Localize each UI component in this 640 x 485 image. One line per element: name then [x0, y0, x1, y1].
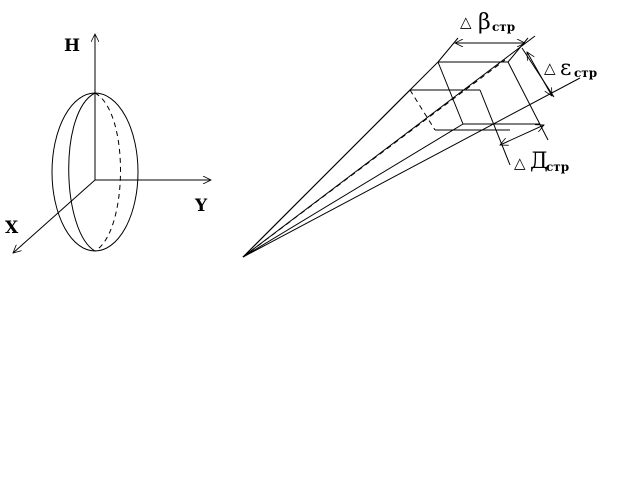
beta-ext-right: [507, 37, 529, 63]
epsilon-subscript: стр: [574, 66, 597, 80]
delta-symbol: △: [544, 59, 556, 77]
beta-subscript: стр: [492, 20, 515, 34]
epsilon-symbol: ε: [560, 56, 571, 81]
cell-edge-hidden: [409, 89, 436, 131]
h-axis-label: H: [64, 36, 80, 56]
beta-ext-left: [437, 37, 459, 63]
beam-axis-solid: [242, 35, 536, 258]
coordinate-system: H Y X: [5, 34, 211, 253]
beam-ray-lower-inner: [242, 123, 464, 258]
delta-d-arrow: [500, 125, 544, 145]
beam-axis-dashed: [242, 59, 506, 258]
beta-symbol: β: [478, 10, 491, 35]
x-axis: [13, 179, 96, 253]
beam-figure: [242, 35, 581, 258]
delta-beta-label: △ β стр: [460, 10, 515, 35]
ellipsoid-back-meridian: [94, 92, 121, 252]
beam-ray-lower: [242, 77, 581, 258]
cell-edge-right: [507, 61, 549, 141]
cell-edge-mid: [479, 89, 511, 166]
ellipsoid-front-meridian: [68, 92, 96, 252]
delta-symbol: △: [514, 154, 526, 172]
delta-epsilon-label: △ ε стр: [544, 56, 597, 81]
x-axis-label: X: [5, 218, 19, 238]
y-axis-label: Y: [194, 196, 208, 216]
d-subscript: стр: [546, 160, 569, 174]
beam-ray-upper-inner: [242, 89, 411, 258]
delta-d-label: △ Д стр: [514, 149, 569, 174]
delta-epsilon-arrow: [527, 52, 552, 96]
d-symbol: Д: [530, 149, 548, 174]
cell-edge-left: [437, 61, 464, 125]
delta-symbol: △: [460, 13, 472, 31]
